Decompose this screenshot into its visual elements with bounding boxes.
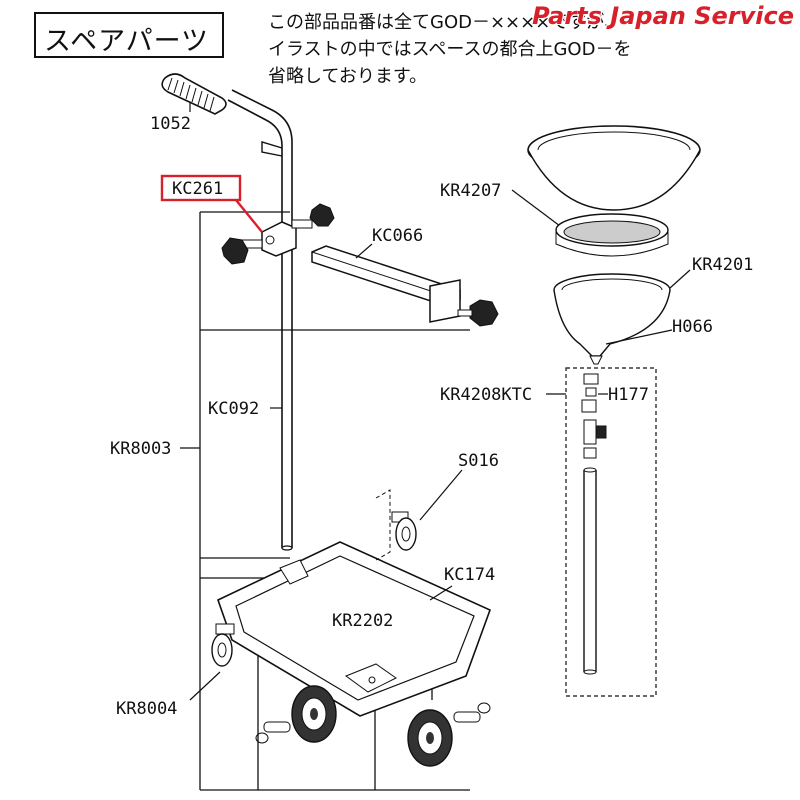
arm-kc066: [311, 245, 499, 327]
cart-tray-kc174: [217, 541, 492, 717]
wheel-right: [407, 702, 491, 767]
label-KR4208KTC: KR4208KTC: [440, 385, 532, 405]
valve-fittings: [581, 373, 607, 459]
pole-kc092: [281, 210, 293, 551]
note-line-3: 省略しております。: [268, 66, 428, 87]
clamp-kc261: [221, 203, 335, 265]
watermark: Parts Japan Service: [532, 2, 794, 30]
label-KR8004: KR8004: [116, 699, 177, 719]
note-line-1: この部品品番は全てGOD－××××ですが、: [268, 12, 622, 33]
caster-kr8004: [211, 623, 235, 667]
label-KR2202: KR2202: [332, 611, 393, 631]
label-KC092: KC092: [208, 399, 259, 419]
strainer: [555, 213, 669, 257]
highlight-box-kc261: [160, 174, 242, 202]
basin-kr4207: [527, 125, 701, 211]
label-H177: H177: [608, 385, 649, 405]
tube: [583, 467, 597, 675]
page-title: スペアパーツ: [44, 26, 210, 57]
label-KR4201: KR4201: [692, 255, 753, 275]
label-KC174: KC174: [444, 565, 495, 585]
funnel-kr4201: [553, 273, 671, 365]
note-line-2: イラストの中ではスペースの都合上GOD－を: [268, 39, 632, 60]
label-1052: 1052: [150, 114, 191, 134]
hose-group-box: [565, 367, 657, 697]
label-KR4207: KR4207: [440, 181, 501, 201]
label-KC261: KC261: [172, 179, 223, 199]
title-box: スペアパーツ: [34, 12, 224, 58]
caster-s016: [375, 489, 417, 561]
label-KR8003: KR8003: [110, 439, 171, 459]
label-S016: S016: [458, 451, 499, 471]
handle-grip-1052: [161, 73, 293, 210]
label-H066: H066: [672, 317, 713, 337]
wheel-left: [255, 685, 337, 744]
highlight-leader-kc261: [235, 199, 263, 233]
label-KC066: KC066: [372, 226, 423, 246]
